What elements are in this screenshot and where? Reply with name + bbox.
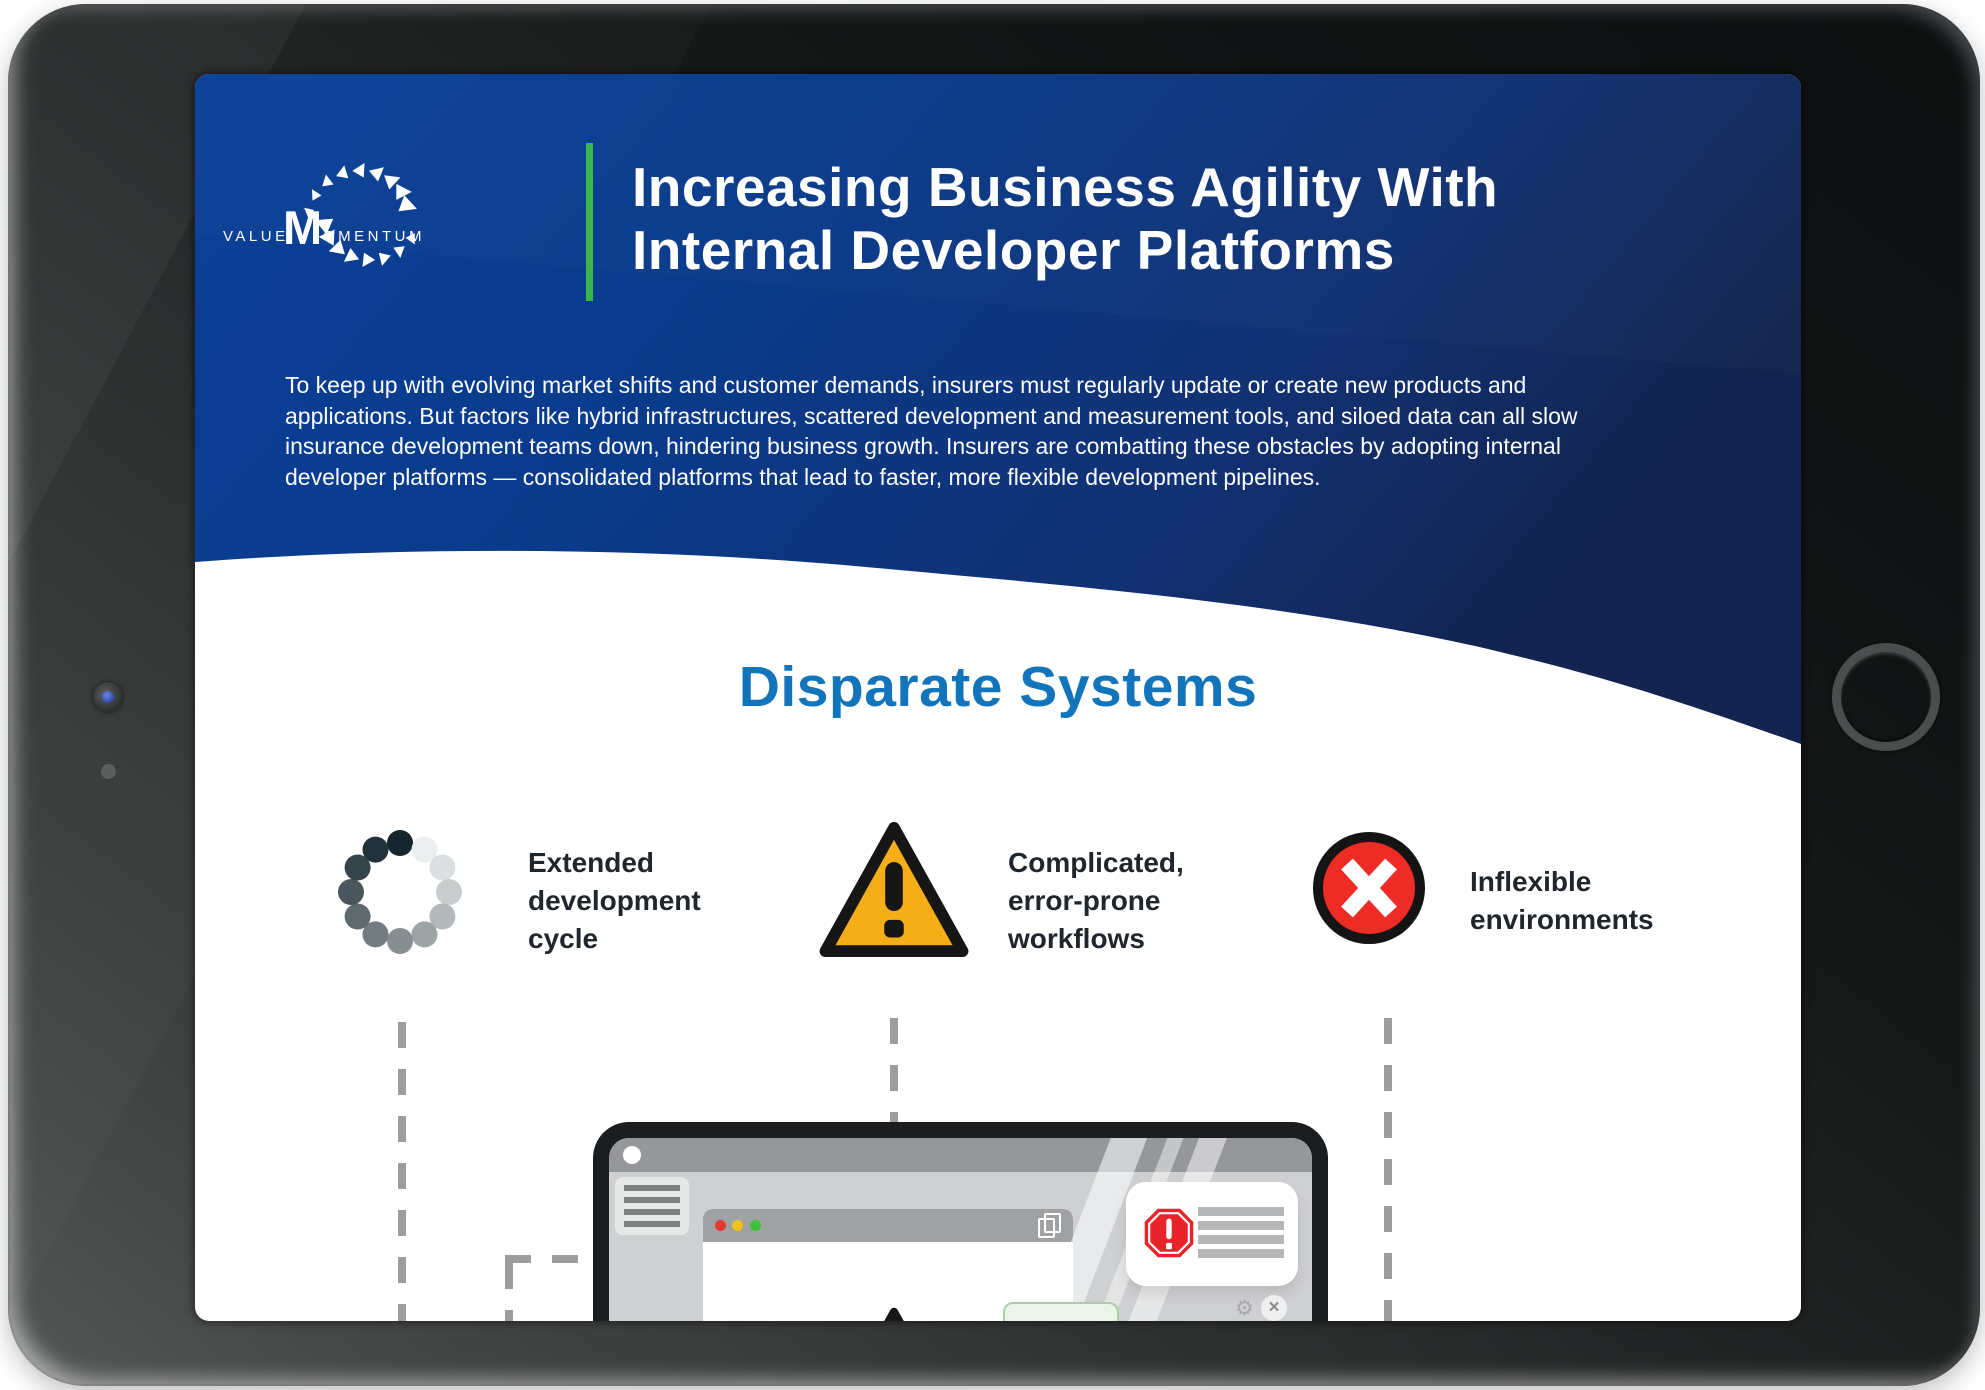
traffic-dot-red <box>715 1220 726 1231</box>
header-wave-background <box>195 74 1801 744</box>
stop-alert-icon <box>1144 1208 1194 1258</box>
page-title: Increasing Business Agility With Interna… <box>632 156 1498 282</box>
menu-panel-illustration <box>615 1177 689 1235</box>
close-icon: × <box>1261 1295 1287 1321</box>
dashed-connector-left <box>398 1022 406 1321</box>
green-panel-illustration <box>1003 1302 1119 1321</box>
warning-triangle-icon <box>819 821 969 958</box>
logo-word-omentum: OMENTUM <box>323 228 425 245</box>
duplicate-icon <box>1038 1213 1061 1238</box>
tablet-screen: VALUE M OMENTUM Increasing Business Agil… <box>195 74 1801 1321</box>
pain-point-label-inflexible-environments: Inflexible environments <box>1470 866 1654 935</box>
warning-triangle-small-icon <box>884 1307 904 1321</box>
valuemomentum-logo: VALUE M OMENTUM <box>213 140 463 310</box>
loading-spinner-icon <box>338 830 462 954</box>
camera-lens <box>102 691 114 703</box>
pain-point-label-extended-development-cycle: Extended development cycle <box>528 847 701 954</box>
logo-starburst-icon <box>304 163 417 268</box>
monitor-titlebar-dot <box>623 1146 641 1164</box>
monitor-display: ⚙ × <box>609 1138 1312 1321</box>
browser-titlebar <box>703 1209 1073 1242</box>
dashed-connector-center <box>890 1018 898 1210</box>
error-cross-icon <box>1313 832 1425 944</box>
dashed-connector-right <box>1384 1018 1392 1321</box>
traffic-dot-green <box>750 1220 761 1231</box>
pain-point-label-complicated-workflows: Complicated, error-prone workflows <box>1008 847 1184 954</box>
alert-card-illustration <box>1126 1182 1298 1286</box>
dashed-connector-corner <box>505 1263 513 1321</box>
traffic-dot-yellow <box>732 1220 743 1231</box>
page-title-line1: Increasing Business Agility With <box>632 156 1499 218</box>
microphone-dot <box>101 764 116 779</box>
intro-paragraph: To keep up with evolving market shifts a… <box>285 372 1578 490</box>
page-title-line2: Internal Developer Platforms <box>632 219 1395 281</box>
monitor-illustration: ⚙ × <box>593 1122 1328 1321</box>
logo-letter-m: M <box>283 201 322 254</box>
logo-word-value: VALUE <box>223 228 289 245</box>
gear-icon: ⚙ <box>1235 1296 1254 1320</box>
home-button <box>1832 643 1940 751</box>
spinner-dots <box>338 830 462 954</box>
section-title: Disparate Systems <box>738 655 1258 719</box>
header-divider-bar <box>586 143 593 301</box>
front-camera-icon <box>93 682 123 712</box>
tablet-device-frame: VALUE M OMENTUM Increasing Business Agil… <box>8 4 1980 1386</box>
